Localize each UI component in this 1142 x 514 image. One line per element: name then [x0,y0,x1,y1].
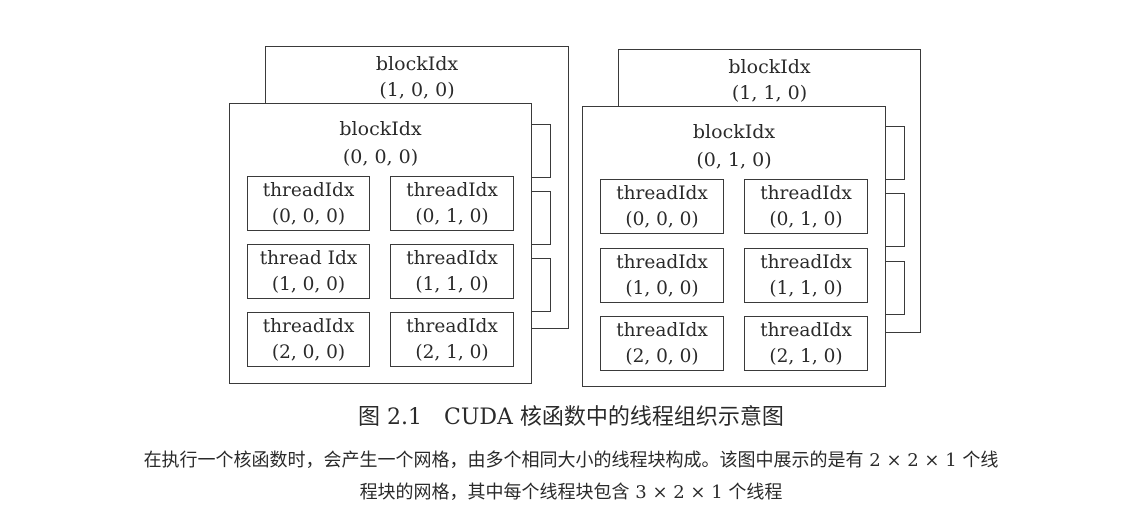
thread-label: threadIdx [262,180,355,201]
thread-index: (0, 1, 0) [415,206,489,227]
thread-box: threadIdx (1, 1, 0) [744,248,868,303]
thread-index: (1, 0, 0) [271,274,346,295]
back-thread-edge [530,191,551,245]
thread-box: threadIdx (1, 1, 0) [390,244,514,299]
thread-label: threadIdx [760,183,852,204]
thread-label: threadIdx [760,320,852,341]
thread-box: threadIdx (0, 0, 0) [247,176,370,231]
thread-index: (1, 1, 0) [415,274,489,295]
thread-label: threadIdx [760,252,852,273]
thread-label: threadIdx [616,320,708,341]
thread-label: threadIdx [406,180,498,201]
figure-caption: 图 2.1 CUDA 核函数中的线程组织示意图 [358,405,784,430]
thread-index: (0, 1, 0) [769,209,843,230]
thread-box: threadIdx (2, 0, 0) [600,316,724,371]
thread-box: threadIdx (0, 1, 0) [390,176,514,231]
block-label: blockIdx [728,56,811,78]
back-thread-edge [530,124,551,178]
thread-index: (0, 0, 0) [271,206,346,227]
thread-index: (2, 1, 0) [415,342,489,363]
thread-box: threadIdx (0, 1, 0) [744,179,868,234]
thread-index: (0, 0, 0) [625,209,699,230]
thread-box: threadIdx (2, 1, 0) [390,312,514,367]
back-thread-edge [884,193,905,247]
thread-box: threadIdx (2, 1, 0) [744,316,868,371]
thread-index: (2, 1, 0) [769,346,843,367]
block-label: blockIdx [375,53,459,75]
thread-label: threadIdx [262,316,355,337]
block-index: (0, 0, 0) [342,146,419,168]
block-label: blockIdx [692,121,776,143]
block-index: (0, 1, 0) [696,149,772,171]
thread-label: threadIdx [616,183,708,204]
figure-description-line2: 程块的网格，其中每个线程块包含 3 × 2 × 1 个线程 [359,482,783,503]
thread-label: threadIdx [406,248,498,269]
block-front-0-1-0: blockIdx (0, 1, 0) threadIdx (0, 0, 0) t… [582,106,886,387]
thread-index: (2, 0, 0) [625,346,699,367]
thread-label: thread Idx [259,248,358,269]
thread-index: (1, 1, 0) [769,278,843,299]
figure-description-line1: 在执行一个核函数时，会产生一个网格，由多个相同大小的线程块构成。该图中展示的是有… [143,450,999,471]
thread-box: threadIdx (0, 0, 0) [600,179,724,234]
back-thread-edge [884,126,905,180]
block-front-0-0-0: blockIdx (0, 0, 0) threadIdx (0, 0, 0) t… [229,103,532,384]
block-label: blockIdx [339,118,422,140]
thread-index: (1, 0, 0) [625,278,699,299]
back-thread-edge [530,258,551,312]
block-index: (1, 0, 0) [379,79,455,101]
block-index: (1, 1, 0) [731,82,808,104]
thread-label: threadIdx [406,316,498,337]
thread-box: threadIdx (1, 0, 0) [600,248,724,303]
back-thread-edge [884,261,905,315]
thread-label: threadIdx [616,252,708,273]
thread-box: thread Idx (1, 0, 0) [247,244,370,299]
thread-box: threadIdx (2, 0, 0) [247,312,370,367]
thread-index: (2, 0, 0) [271,342,346,363]
